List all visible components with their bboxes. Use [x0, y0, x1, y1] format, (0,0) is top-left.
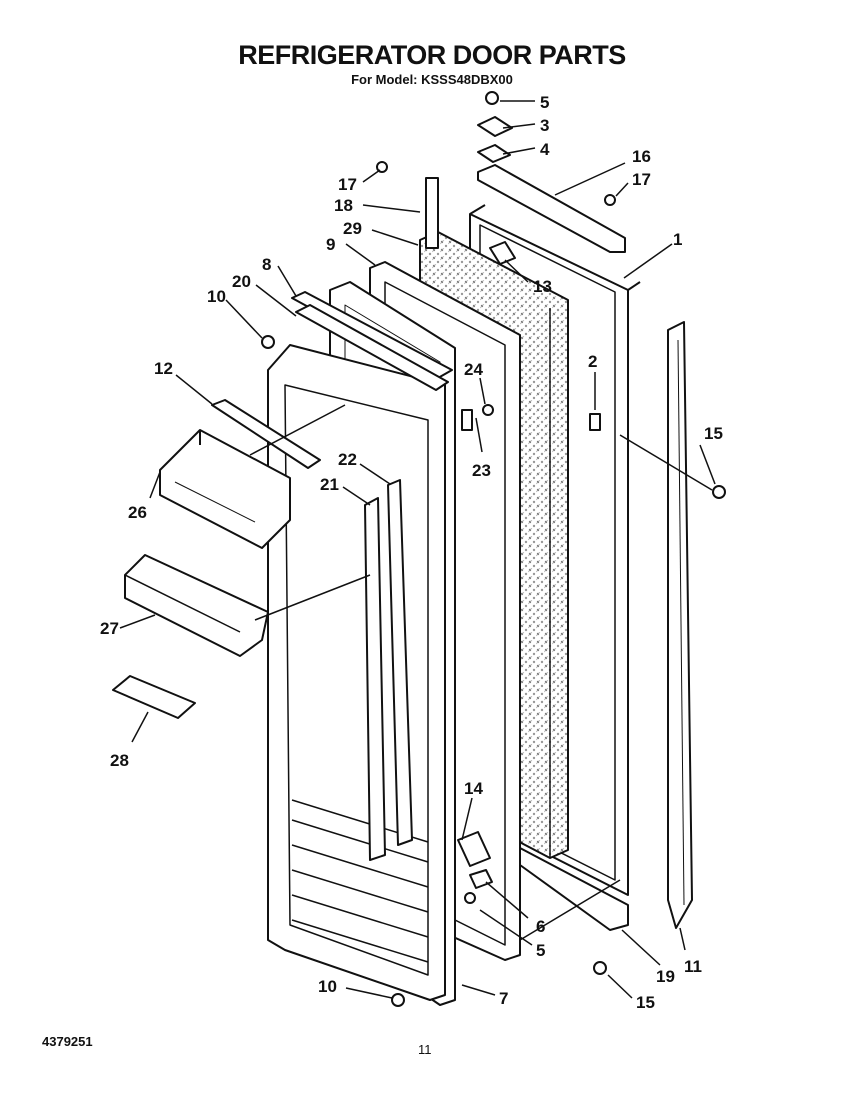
callout-14: 14	[464, 779, 483, 798]
part-4-hinge-plate	[477, 144, 511, 163]
callout-11: 11	[684, 957, 702, 976]
part-11-side-trim	[667, 321, 693, 929]
callout-2: 2	[588, 352, 597, 371]
part-15-screw-bottom	[593, 961, 607, 975]
part-15-screw-right	[712, 485, 726, 499]
part-6-hinge-pin	[469, 869, 493, 889]
page-number: 11	[418, 1042, 432, 1057]
part-14-bottom-hinge	[457, 831, 491, 867]
callout-28: 28	[110, 751, 129, 770]
callout-22: 22	[338, 450, 357, 469]
callout-21: 21	[320, 475, 339, 494]
part-2-bracket	[589, 413, 601, 431]
callout-6: 6	[536, 917, 545, 936]
callout-7: 7	[499, 989, 508, 1008]
callout-12: 12	[154, 359, 173, 378]
part-28-tray	[112, 675, 196, 719]
model-subtitle: For Model: KSSS48DBX00	[351, 72, 513, 87]
callout-8: 8	[262, 255, 271, 274]
part-24-screw	[482, 404, 494, 416]
part-17-screw-right	[604, 194, 616, 206]
callout-15-bottom: 15	[636, 993, 655, 1012]
part-20-trim	[295, 304, 449, 391]
callout-13: 13	[533, 277, 552, 296]
callout-27: 27	[100, 619, 119, 638]
callout-20: 20	[232, 272, 251, 291]
callout-17-right: 17	[632, 170, 651, 189]
callout-3: 3	[540, 116, 549, 135]
part-10-screw-bottom	[391, 993, 405, 1007]
part-21-strip	[364, 497, 386, 861]
callout-9: 9	[326, 235, 335, 254]
callout-24: 24	[464, 360, 483, 379]
callout-16: 16	[632, 147, 651, 166]
callout-17-left: 17	[338, 175, 357, 194]
callout-15-right: 15	[704, 424, 723, 443]
part-12-bracket	[211, 399, 321, 469]
callout-10-top: 10	[207, 287, 226, 306]
part-3-hinge-top	[477, 116, 513, 137]
part-19-bottom-rail	[519, 847, 629, 931]
part-16-top-rail	[477, 164, 626, 253]
callout-5-bottom: 5	[536, 941, 545, 960]
callout-29: 29	[343, 219, 362, 238]
callout-18: 18	[334, 196, 353, 215]
callout-23: 23	[472, 461, 491, 480]
callout-26: 26	[128, 503, 147, 522]
part-5-screw-top	[485, 91, 499, 105]
part-10-screw-left	[261, 335, 275, 349]
callout-1: 1	[673, 230, 682, 249]
page-title: REFRIGERATOR DOOR PARTS	[238, 40, 626, 70]
callout-19: 19	[656, 967, 675, 986]
part-22-strip	[387, 479, 413, 846]
document-number: 4379251	[42, 1034, 93, 1049]
part-23-latch	[461, 409, 473, 431]
callout-5-top: 5	[540, 93, 549, 112]
part-27-door-bin	[124, 554, 269, 657]
part-13-clip	[489, 241, 516, 265]
part-5-screw-bottom	[464, 892, 476, 904]
callout-4: 4	[540, 140, 550, 159]
callout-10-bottom: 10	[318, 977, 337, 996]
part-18-strip	[425, 177, 439, 249]
